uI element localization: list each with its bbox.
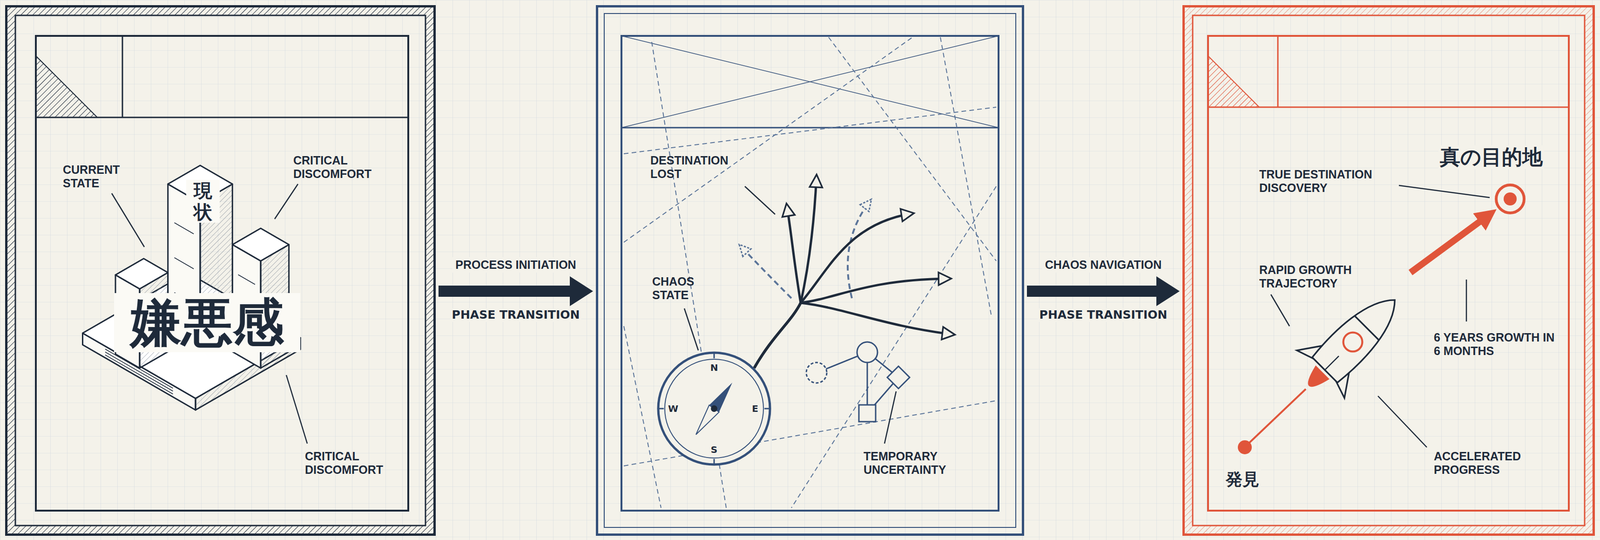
panel-frame: [5, 5, 436, 536]
callout-text: DESTINATION LOST: [650, 153, 758, 181]
window-line: [238, 274, 256, 285]
building-face: [115, 258, 169, 289]
callout-text: TRUE DESTINATION DISCOVERY: [1259, 167, 1399, 195]
callout-text: CHAOS STATE: [652, 274, 732, 302]
panel-frame: [604, 13, 1016, 527]
destination-label: 真の目的地: [1438, 145, 1545, 169]
panel-frame: CURRENT STATE CRITICAL DISCOMFORT CRITICAL…: [5, 5, 436, 536]
panel-frame: TRUE DESTINATION DISCOVERY RAPID GROWTH T…: [1182, 5, 1595, 536]
leader-line: [111, 183, 308, 444]
compass-letter: S: [709, 444, 719, 455]
compass-letter: E: [750, 403, 760, 414]
callout-text: CRITICAL DISCOMFORT: [304, 449, 412, 477]
panel-frame: [1182, 5, 1595, 536]
panel-frame: DESTINATION LOST CHAOS STATE TEMPORARY UNC…: [595, 5, 1025, 536]
edge-label: CHAOS NAVIGATION: [1042, 256, 1165, 273]
process-arrow: [438, 285, 570, 297]
building-illustration: [82, 165, 301, 410]
callout-text: ACCELERATED PROGRESS: [1433, 449, 1555, 477]
phase-label: PHASE TRANSITION: [1038, 308, 1169, 322]
process-arrow: [1026, 285, 1157, 297]
compass-letter: W: [666, 403, 680, 414]
compass-icon: [658, 352, 770, 465]
leader-line: [684, 186, 897, 444]
callout-text: CRITICAL DISCOMFORT: [293, 153, 401, 181]
callout-text: 現状: [186, 179, 220, 223]
callout-text: 嫌悪感: [114, 292, 301, 352]
callout-text: TEMPORARY UNCERTAINTY: [863, 449, 980, 477]
window-line: [174, 222, 195, 234]
compass-letter: N: [708, 362, 720, 373]
growth-illustration: [1237, 184, 1525, 454]
phase-label: PHASE TRANSITION: [450, 308, 582, 322]
callout-text: RAPID GROWTH TRAJECTORY: [1259, 263, 1376, 291]
callout-text: CURRENT STATE: [62, 162, 142, 190]
building-face: [232, 228, 289, 261]
window-line: [174, 257, 195, 269]
branching-arrows: [740, 175, 954, 368]
edge-label: PROCESS INITIATION: [452, 256, 579, 273]
network-glyph: [806, 341, 910, 422]
leader-line: [1270, 185, 1490, 447]
discovery-label: 発見: [1224, 469, 1261, 489]
callout-text: 6 YEARS GROWTH IN 6 MONTHS: [1433, 330, 1560, 358]
building-node: 現状嫌悪感: [100, 170, 325, 366]
